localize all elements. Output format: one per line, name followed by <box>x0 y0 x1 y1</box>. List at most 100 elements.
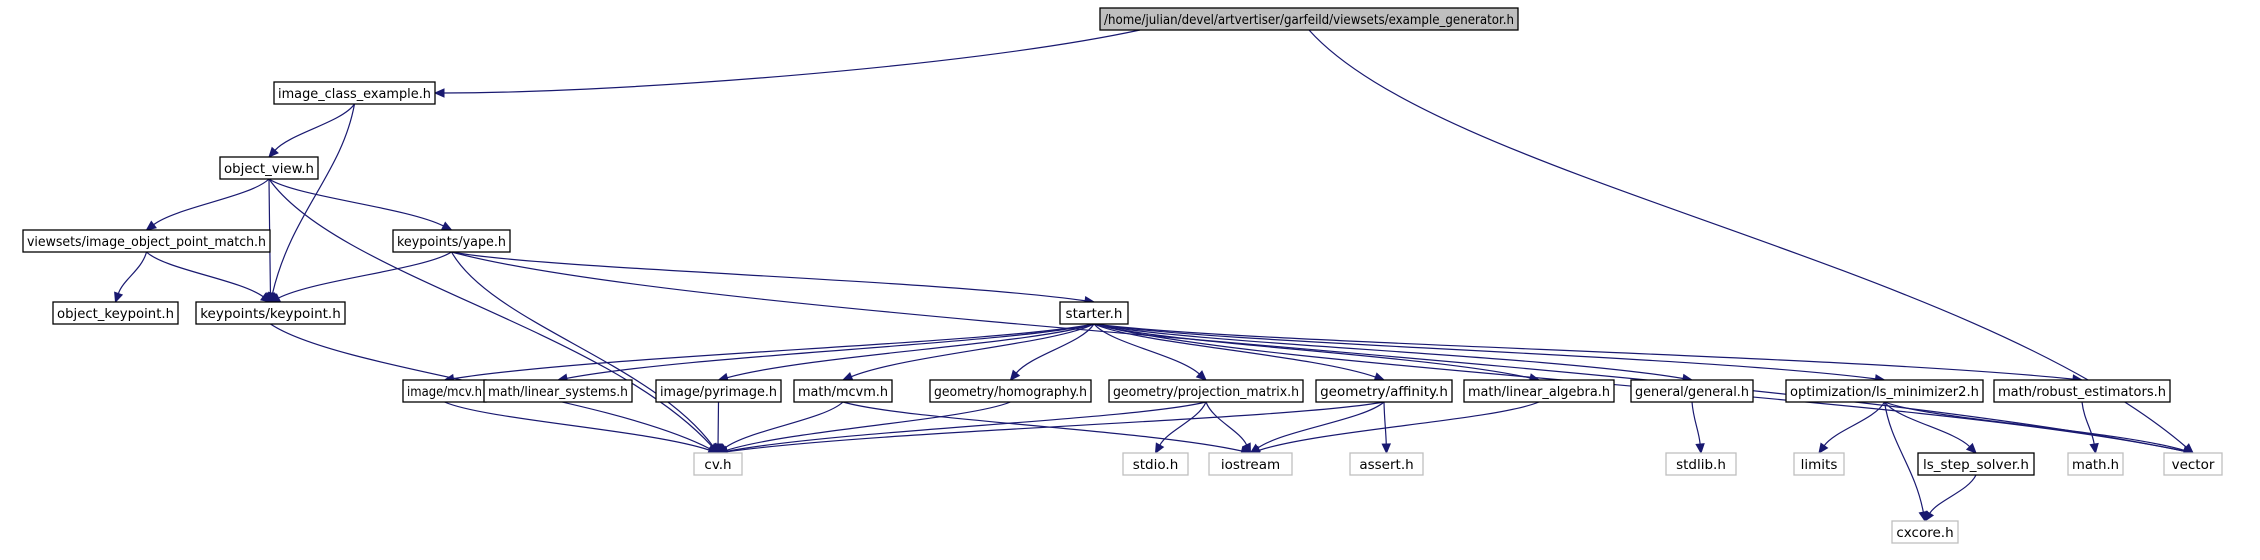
edge-arrowhead <box>114 291 124 304</box>
node-label: geometry/homography.h <box>934 384 1087 400</box>
node-label: stdlib.h <box>1676 457 1726 473</box>
edge-math_robust-to-math_h <box>2081 401 2099 455</box>
node-general[interactable]: general/general.h <box>1630 379 1754 403</box>
edge-main-to-image_class <box>433 29 1141 98</box>
edge-line <box>1205 401 1248 446</box>
node-box <box>1349 452 1424 476</box>
node-vector: vector <box>2163 452 2223 476</box>
edge-arrowhead <box>841 372 854 381</box>
node-opt_ls[interactable]: optimization/ls_minimizer2.h <box>1785 379 1984 403</box>
node-box <box>655 379 782 403</box>
node-object_view[interactable]: object_view.h <box>219 156 319 180</box>
edge-line <box>443 29 1141 94</box>
edge-line <box>1093 323 1376 378</box>
node-box <box>1891 520 1959 544</box>
edge-math_mcvm-to-iostream <box>842 401 1252 456</box>
node-label: geometry/projection_matrix.h <box>1113 384 1299 400</box>
edge-object_view-to-kp_yape <box>268 178 453 231</box>
edge-line <box>1093 323 1531 379</box>
node-image_mcv[interactable]: image/mcv.h <box>402 379 487 403</box>
node-box <box>1785 379 1984 403</box>
node-label: keypoints/keypoint.h <box>200 306 341 322</box>
edge-starter-to-general <box>1093 323 1694 384</box>
edge-line <box>1884 401 1971 448</box>
node-kp_yape[interactable]: keypoints/yape.h <box>392 229 511 253</box>
edge-arrowhead <box>1195 370 1207 381</box>
edge-line <box>1823 401 1886 447</box>
edge-line <box>724 401 844 449</box>
node-box <box>1665 452 1737 476</box>
edge-line <box>726 401 1011 451</box>
node-box <box>1917 452 2035 476</box>
node-limits: limits <box>1793 452 1845 476</box>
node-math_h: math.h <box>2067 452 2124 476</box>
node-label: math/linear_algebra.h <box>1468 384 1610 400</box>
edge-arrowhead <box>2089 442 2099 455</box>
node-box <box>483 379 633 403</box>
node-math_robust[interactable]: math/robust_estimators.h <box>1993 379 2171 403</box>
node-label: cv.h <box>704 457 731 473</box>
node-geo_aff[interactable]: geometry/affinity.h <box>1315 379 1453 403</box>
node-geo_homog[interactable]: geometry/homography.h <box>929 379 1092 403</box>
node-label: math.h <box>2072 457 2119 473</box>
edge-arrowhead <box>1154 442 1165 455</box>
node-box <box>273 81 436 105</box>
edge-arrowhead <box>433 88 445 98</box>
edge-line <box>444 401 710 451</box>
node-main[interactable]: /home/julian/devel/artvertiser/garfeild/… <box>1099 7 1519 31</box>
node-iopm[interactable]: viewsets/image_object_point_match.h <box>22 229 271 253</box>
edge-line <box>851 323 1095 378</box>
node-box <box>693 452 743 476</box>
edge-arrowhead <box>1695 443 1705 455</box>
node-label: assert.h <box>1359 457 1413 473</box>
node-ls_step[interactable]: ls_step_solver.h <box>1917 452 2035 476</box>
edge-kp_yape-to-starter <box>451 251 1096 306</box>
node-starter[interactable]: starter.h <box>1059 301 1129 325</box>
node-label: general/general.h <box>1635 384 1749 400</box>
edge-geo_aff-to-assert <box>1381 401 1392 455</box>
edge-opt_ls-to-ls_step <box>1884 401 1977 454</box>
edge-line <box>1159 401 1207 446</box>
node-box <box>929 379 1092 403</box>
edge-line <box>1929 474 1977 514</box>
edge-geo_proj-to-cv <box>716 401 1207 456</box>
edge-line <box>1093 323 1200 375</box>
edge-line <box>727 323 1095 379</box>
node-math_linsys[interactable]: math/linear_systems.h <box>483 379 633 403</box>
edge-line <box>1258 401 1540 451</box>
edge-line <box>1093 323 1684 380</box>
node-box <box>1122 452 1189 476</box>
node-label: starter.h <box>1066 306 1123 322</box>
node-geo_proj[interactable]: geometry/projection_matrix.h <box>1108 379 1304 403</box>
edge-line <box>146 251 264 298</box>
node-cxcore: cxcore.h <box>1891 520 1959 544</box>
node-kp_keypoint[interactable]: keypoints/keypoint.h <box>195 301 346 325</box>
edge-general-to-stdlib <box>1691 401 1705 455</box>
edge-line <box>1691 401 1701 445</box>
node-box <box>1993 379 2171 403</box>
node-object_keypoint[interactable]: object_keypoint.h <box>52 301 179 325</box>
node-image_class[interactable]: image_class_example.h <box>273 81 436 105</box>
edge-geo_aff-to-cv <box>716 401 1385 457</box>
node-layer: /home/julian/devel/artvertiser/garfeild/… <box>22 7 2223 544</box>
node-math_linalg[interactable]: math/linear_algebra.h <box>1463 379 1615 403</box>
node-box <box>1208 452 1293 476</box>
node-math_mcvm[interactable]: math/mcvm.h <box>793 379 893 403</box>
edge-arrowhead <box>268 146 279 158</box>
node-image_pyr[interactable]: image/pyrimage.h <box>655 379 782 403</box>
edge-object_view-to-iopm <box>145 178 270 231</box>
node-assert: assert.h <box>1349 452 1424 476</box>
edge-ls_step-to-cxcore <box>1924 474 1977 523</box>
node-label: object_view.h <box>224 161 314 177</box>
node-label: /home/julian/devel/artvertiser/garfeild/… <box>1104 12 1514 28</box>
node-box <box>793 379 893 403</box>
node-box <box>1315 379 1453 403</box>
edge-line <box>117 251 148 294</box>
node-box <box>1108 379 1304 403</box>
edge-line <box>726 401 1207 452</box>
node-label: math/linear_systems.h <box>488 384 628 400</box>
edge-arrowhead <box>1381 443 1392 455</box>
edge-line <box>271 103 356 294</box>
edge-iopm-to-object_keypoint <box>114 251 148 304</box>
edge-line <box>153 178 270 226</box>
